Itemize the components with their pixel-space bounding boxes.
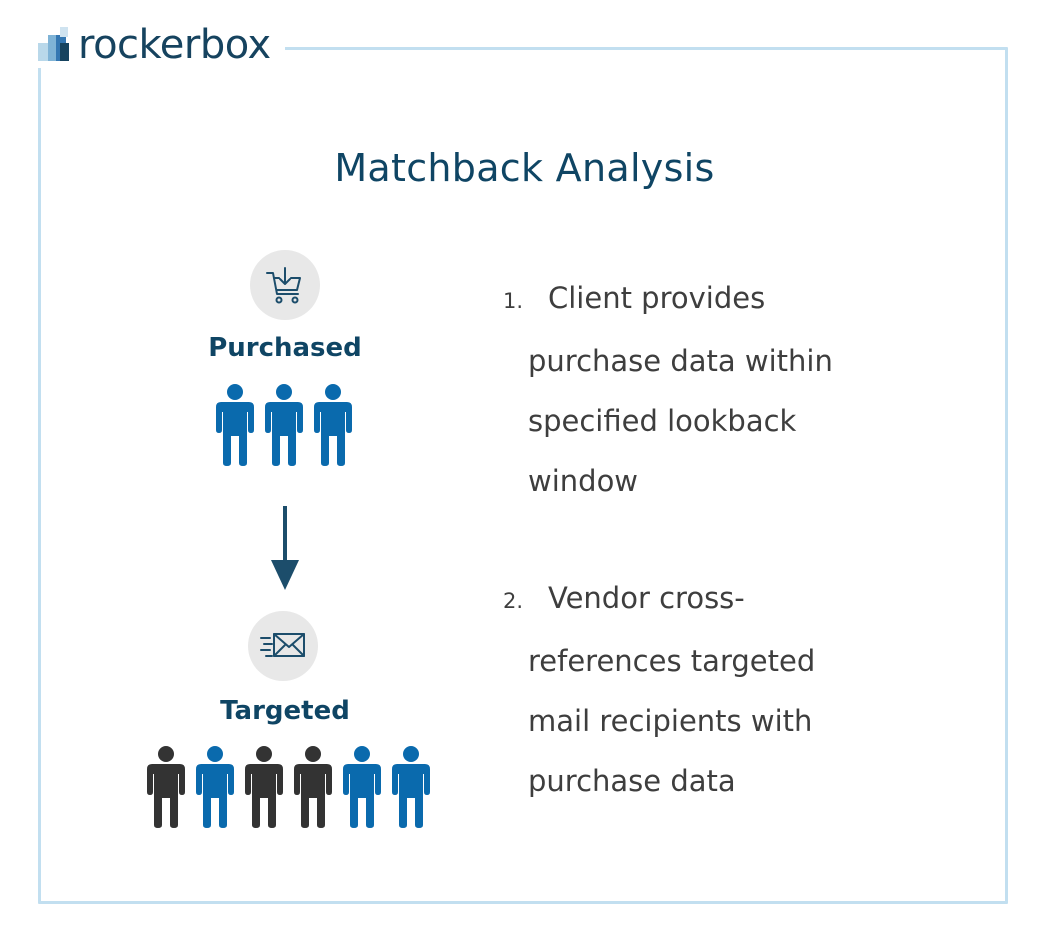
shopping-cart-download-icon <box>266 267 301 304</box>
step-line: Client provides <box>548 281 766 315</box>
person-icon-dark <box>245 746 283 828</box>
person-icon-dark <box>294 746 332 828</box>
logo-mark-icon <box>36 27 76 63</box>
brand-logo: rockerbox <box>30 22 285 68</box>
person-icon-blue <box>216 384 254 466</box>
step-number: 1. <box>503 289 524 313</box>
targeted-people-group <box>147 746 441 828</box>
step-line: purchase data <box>528 764 736 798</box>
targeted-icon-circle <box>248 611 318 681</box>
step-2: 2. Vendor cross- references targeted mail… <box>503 568 903 811</box>
step-line: references targeted <box>528 644 816 678</box>
step-line: mail recipients with <box>528 704 813 738</box>
person-icon-blue <box>196 746 234 828</box>
targeted-label: Targeted <box>220 696 350 726</box>
step-line: purchase data within <box>528 344 833 378</box>
arrow-down-icon <box>271 506 299 590</box>
step-line: Vendor cross- <box>548 581 745 615</box>
person-icon-blue <box>392 746 430 828</box>
step-1: 1. Client provides purchase data within s… <box>503 268 903 511</box>
step-line: window <box>528 464 639 498</box>
mail-send-icon <box>260 633 305 657</box>
brand-name: rockerbox <box>78 22 271 68</box>
purchased-icon-circle <box>250 250 320 320</box>
person-icon-blue <box>343 746 381 828</box>
purchased-label: Purchased <box>208 333 362 363</box>
page-title: Matchback Analysis <box>334 146 715 190</box>
person-icon-blue <box>265 384 303 466</box>
content-frame <box>38 47 1008 904</box>
person-icon-blue <box>314 384 352 466</box>
step-number: 2. <box>503 589 524 613</box>
person-icon-dark <box>147 746 185 828</box>
purchased-people-group <box>216 384 363 466</box>
step-line: specified lookback <box>528 404 797 438</box>
